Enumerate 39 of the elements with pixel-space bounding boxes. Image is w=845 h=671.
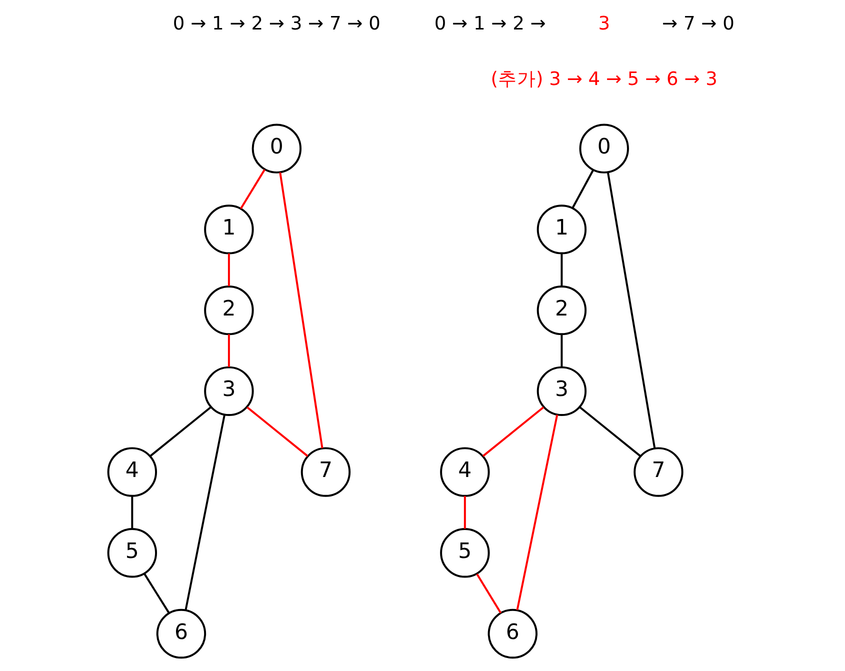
connector <box>143 573 170 614</box>
connector <box>131 496 134 529</box>
node-circle: 4 <box>440 447 490 497</box>
connector <box>228 334 230 368</box>
connector <box>572 170 594 208</box>
connector <box>240 169 266 210</box>
connector <box>279 172 324 448</box>
node-circle: 0 <box>579 124 629 174</box>
connector <box>516 414 558 610</box>
label: (추가) 3 → 4 → 5 → 6 → 3 <box>490 69 718 90</box>
connector <box>482 406 544 457</box>
node-circle: 1 <box>204 204 254 254</box>
node-circle: 5 <box>107 528 158 578</box>
connector <box>579 406 641 457</box>
connector <box>150 406 212 457</box>
node-circle: 7 <box>634 447 684 497</box>
node-circle: 1 <box>536 204 587 254</box>
node-circle: 2 <box>536 285 587 336</box>
connector <box>560 334 563 368</box>
node-circle: 5 <box>440 528 490 578</box>
connector <box>228 253 230 286</box>
connector <box>560 253 563 286</box>
connector <box>464 496 466 529</box>
node-circle: 4 <box>107 447 158 497</box>
node-circle: 2 <box>204 285 254 336</box>
node-circle: 6 <box>156 608 206 659</box>
node-circle: 7 <box>300 447 351 497</box>
connector <box>606 172 656 448</box>
connector <box>246 406 308 457</box>
node-circle: 3 <box>204 366 254 416</box>
label: 0 → 1 → 2 → <box>434 14 546 35</box>
node-circle: 3 <box>536 366 587 416</box>
label: 3 <box>598 14 610 35</box>
node-circle: 0 <box>252 124 302 174</box>
connector <box>184 414 226 610</box>
connector <box>476 573 502 614</box>
label: 0 → 1 → 2 → 3 → 7 → 0 <box>172 14 380 35</box>
node-circle: 6 <box>488 608 538 659</box>
label: → 7 → 0 <box>662 14 734 35</box>
